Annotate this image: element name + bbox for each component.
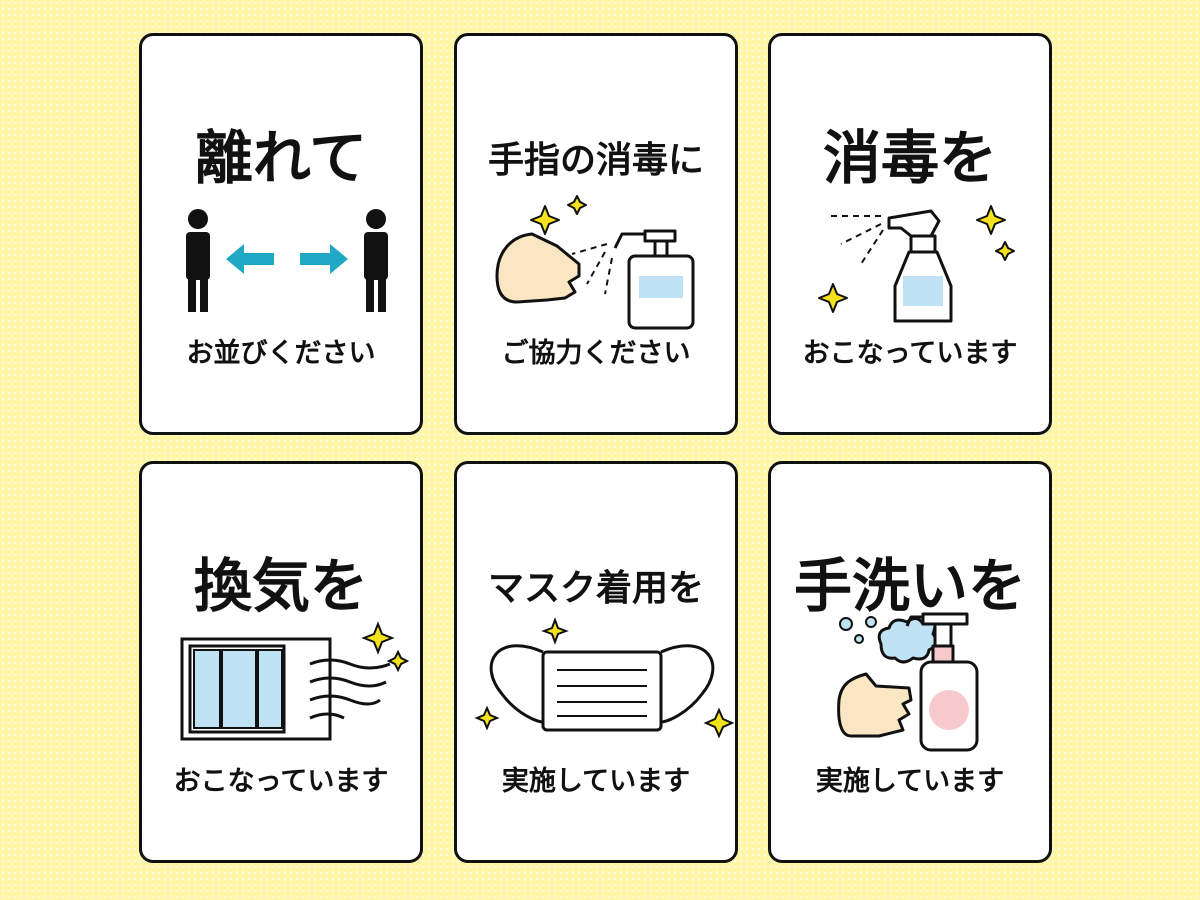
sign-disinfection: 消毒を おこなっています <box>768 33 1052 435</box>
sign-hand-washing: 手洗いを 実施しています <box>768 461 1052 863</box>
hand-washing-icon <box>837 612 979 752</box>
sign-social-distance: 離れて お並びください <box>139 33 423 435</box>
sign-title: マスク着用を <box>487 568 704 609</box>
sign-title: 手指の消毒に <box>487 140 704 181</box>
ventilation-window-icon <box>180 621 410 741</box>
sign-subtitle: おこなっています <box>802 338 1018 369</box>
sign-title: 換気を <box>193 552 368 620</box>
sign-ventilation: 換気を おこなっています <box>139 461 423 863</box>
sign-subtitle: おこなっています <box>173 766 389 797</box>
sign-mask: マスク着用を 実施しています <box>454 461 738 863</box>
sign-subtitle: 実施しています <box>501 766 691 797</box>
hand-sanitizer-icon <box>495 195 695 330</box>
sign-subtitle: 実施しています <box>815 766 1005 797</box>
spray-bottle-icon <box>818 205 1015 323</box>
sign-subtitle: ご協力ください <box>501 338 691 369</box>
sign-title: 手洗いを <box>793 552 1026 620</box>
face-mask-icon <box>474 617 735 739</box>
sign-hand-sanitizer: 手指の消毒に ご協力ください <box>454 33 738 435</box>
social-distance-icon <box>186 209 388 312</box>
sign-subtitle: お並びください <box>186 338 376 369</box>
sign-title: 離れて <box>194 124 368 192</box>
sign-title: 消毒を <box>822 124 997 192</box>
